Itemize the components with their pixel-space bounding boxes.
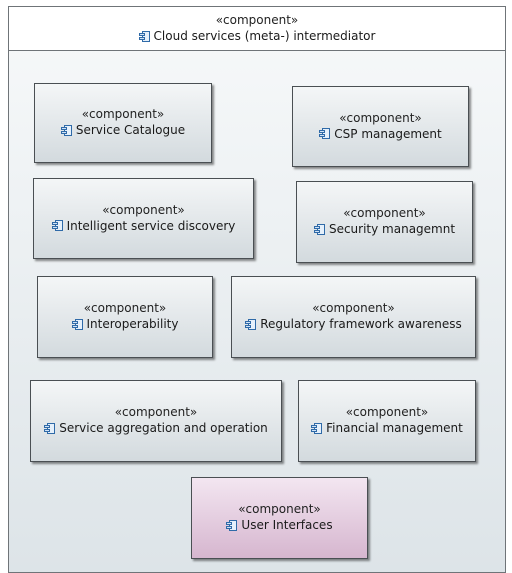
component-stereotype: «component» (339, 110, 422, 125)
component-name: Interoperability (86, 317, 179, 331)
component-icon (226, 519, 238, 532)
component-icon (313, 223, 326, 236)
component-stereotype: «component» (312, 301, 395, 315)
container-name-row: Cloud services (meta-) intermediator (9, 28, 505, 45)
component-stereotype: «component» (102, 202, 185, 217)
component-name-row: Financial management (311, 420, 463, 437)
container-stereotype: «component» (215, 13, 299, 27)
component-stereotype: «component» (83, 301, 167, 315)
component-name-row: CSP management (319, 126, 442, 143)
component-icon (138, 30, 151, 43)
component-icon (51, 220, 64, 232)
component-icon (245, 318, 257, 331)
component-name: Regulatory framework awareness (260, 317, 462, 331)
component-security-management[interactable]: «component» Security managemnt (296, 181, 473, 263)
component-name: Security managemnt (328, 222, 456, 236)
container-header: «component» Cloud services (meta-) inter… (9, 7, 505, 51)
component-stereotype: «component» (343, 206, 426, 220)
component-user-interfaces[interactable]: «component» User Interfaces (191, 477, 368, 559)
container-name: Cloud services (meta-) intermediator (153, 29, 376, 43)
component-name-row: Security managemnt (313, 221, 456, 238)
component-icon (44, 422, 56, 435)
component-name-row: Service aggregation and operation (44, 420, 268, 437)
component-stereotype: «component» (114, 405, 198, 419)
component-intelligent-service-discovery[interactable]: «component» Intelligent service discover… (33, 178, 254, 259)
component-stereotype: «component» (81, 107, 165, 121)
component-name: User Interfaces (241, 518, 333, 532)
component-stereotype: «component» (238, 502, 321, 516)
component-icon (311, 422, 323, 435)
component-financial-management[interactable]: «component» Financial management (298, 380, 476, 462)
component-service-catalogue[interactable]: «component» Service Catalogue (34, 83, 212, 163)
component-name-row: Interoperability (71, 316, 179, 333)
component-name: Service Catalogue (75, 123, 186, 137)
component-name: Financial management (326, 421, 463, 435)
component-name-row: Service Catalogue (60, 122, 186, 139)
component-name-row: Intelligent service discovery (51, 218, 236, 235)
component-interoperability[interactable]: «component» Interoperability (37, 276, 213, 358)
component-regulatory-framework-awareness[interactable]: «component» Regulatory framework awarene… (231, 276, 476, 358)
component-icon (319, 128, 331, 140)
component-name: Intelligent service discovery (66, 218, 236, 233)
component-stereotype: «component» (345, 405, 429, 419)
component-name: CSP management (334, 126, 442, 141)
component-icon (71, 318, 84, 331)
component-icon (60, 124, 73, 137)
component-service-aggregation-and-operation[interactable]: «component» Service aggregation and oper… (30, 380, 282, 462)
component-name: Service aggregation and operation (59, 421, 268, 435)
component-name-row: Regulatory framework awareness (245, 316, 462, 333)
component-name-row: User Interfaces (226, 517, 333, 534)
component-csp-management[interactable]: «component» CSP management (292, 86, 469, 167)
